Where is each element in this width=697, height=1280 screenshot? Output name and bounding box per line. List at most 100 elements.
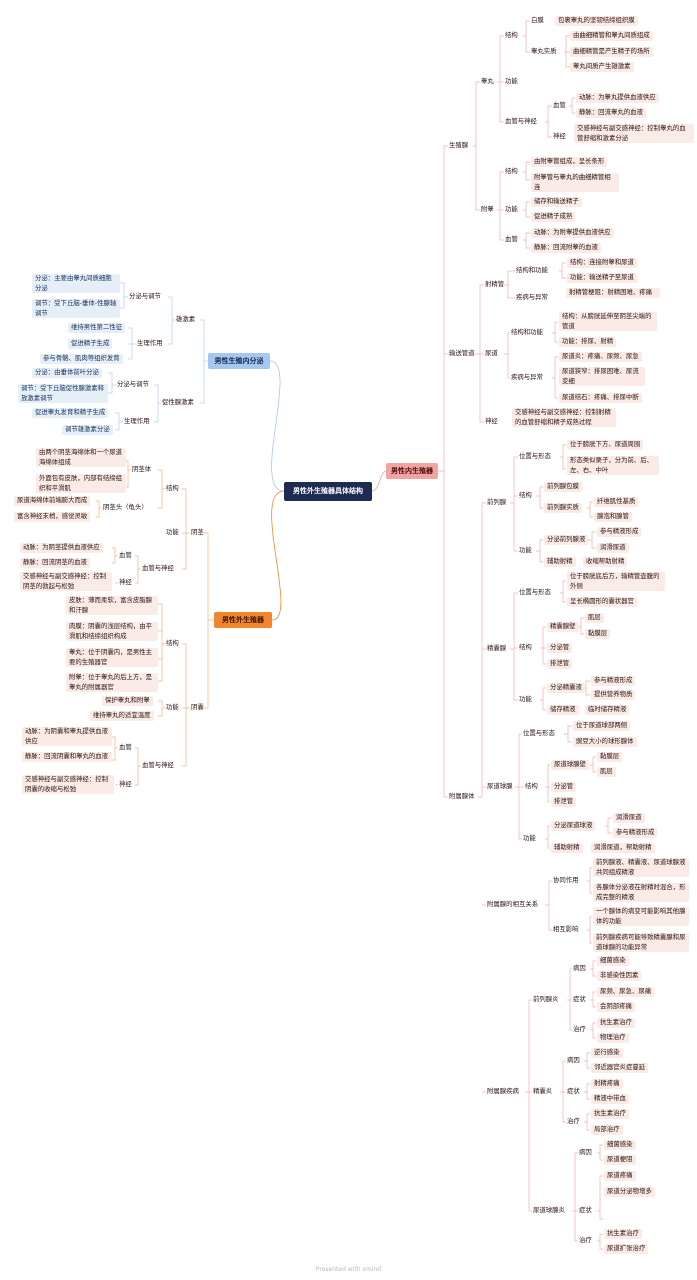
internal-genitalia-topic[interactable]: 男性内生殖器 [386, 463, 438, 479]
node-prostate-stroma[interactable]: 纤维肌性基质 [594, 497, 639, 507]
node-androgen-secretion[interactable]: 分泌：主要由睾丸间质细胞分泌 [32, 274, 120, 294]
node-bu-position[interactable]: 位置与形态 [523, 729, 555, 737]
node-prostatitis-cause[interactable]: 病因 [573, 964, 586, 972]
node-epi-artery[interactable]: 动脉：为附睾提供血液供应 [531, 228, 614, 238]
node-penis-nerve[interactable]: 神经 [119, 578, 132, 586]
node-parenchyma-1[interactable]: 由曲细精管和睾丸间质组成 [570, 31, 653, 41]
node-sv-p2[interactable]: 呈长椭圆形的囊状器官 [567, 597, 637, 607]
node-androgen-a1[interactable]: 维持男性第二性征 [68, 323, 126, 333]
node-bu-excretory[interactable]: 排泄管 [551, 797, 577, 807]
node-penis-vessel[interactable]: 血管 [119, 551, 132, 559]
node-coop-1[interactable]: 前列腺液、精囊液、尿道球腺液共同组成精液 [593, 858, 689, 878]
node-sv-muscle[interactable]: 肌层 [585, 613, 604, 623]
node-sv-store1[interactable]: 临时储存精液 [585, 705, 630, 715]
node-gonad[interactable]: 生殖腺 [449, 141, 469, 149]
node-ducts[interactable]: 输送管道 [449, 349, 475, 357]
node-s-cause-1[interactable]: 逆行感染 [591, 1048, 623, 1058]
node-scrotum-function[interactable]: 功能 [166, 703, 179, 711]
node-scrotum-f1[interactable]: 保护睾丸和附睾 [102, 696, 153, 706]
node-sv-sec1[interactable]: 参与精液形成 [591, 676, 636, 686]
node-penis-nerve-desc[interactable]: 交感神经与副交感神经：控制阴茎的勃起与松弛 [20, 572, 112, 592]
node-coop-2[interactable]: 各腺体分泌液在射精时混合，形成完整的精液 [593, 883, 689, 903]
node-bu-secretion[interactable]: 分泌尿道球液 [551, 821, 596, 831]
node-androgen[interactable]: 雄激素 [176, 315, 196, 323]
node-b-treat-1[interactable]: 抗生素治疗 [604, 1229, 642, 1239]
node-penis-function[interactable]: 功能 [166, 528, 179, 536]
node-tunica-desc[interactable]: 包裹睾丸的坚韧结缔组织膜 [555, 16, 638, 26]
node-gonadotropin-regulation[interactable]: 调节：受下丘脑促性腺激素释放激素调节 [18, 384, 108, 404]
node-scrotum-epididymis[interactable]: 附睾：位于睾丸的后上方，是睾丸的附属器官 [66, 673, 158, 693]
node-shaft-1[interactable]: 由两个阴茎海绵体和一个尿道海绵体组成 [36, 448, 126, 468]
node-bu-wall[interactable]: 尿道球腺壁 [551, 760, 589, 770]
node-penis-shaft[interactable]: 阴茎体 [132, 465, 152, 473]
node-shaft-2[interactable]: 外面包有皮肤，内部有结缔组织和平滑肌 [36, 474, 126, 494]
node-scrotum-structure[interactable]: 结构 [166, 639, 179, 647]
node-b-symptom-1[interactable]: 尿道疼痛 [604, 1171, 636, 1181]
node-epi-f1[interactable]: 储存和输送精子 [531, 197, 582, 207]
endocrine-topic[interactable]: 男性生殖内分泌 [208, 353, 270, 369]
node-prostate-p2[interactable]: 形态类似栗子，分为前、后、左、右、中叶 [567, 456, 659, 476]
node-prostate-position[interactable]: 位置与形态 [519, 452, 551, 460]
node-gonadotropin-a1[interactable]: 促进睾丸发育和精子生成 [32, 408, 109, 418]
node-testis-vein[interactable]: 静脉：回流睾丸的血液 [576, 108, 646, 118]
node-bu-duct[interactable]: 分泌管 [551, 782, 577, 792]
node-prostate-sec1[interactable]: 参与精液形成 [597, 527, 642, 537]
node-ejac-sf[interactable]: 结构和功能 [516, 266, 548, 274]
node-gland-relations[interactable]: 附属腺的相互关系 [487, 900, 539, 908]
node-penis-vein[interactable]: 静脉：回流阴茎的血液 [20, 558, 90, 568]
node-bulbourethral[interactable]: 尿道球腺 [487, 782, 513, 790]
node-epi-s1[interactable]: 由附睾管组成，呈长条形 [531, 157, 608, 167]
node-scrotum-f2[interactable]: 维持睾丸的适宜温度 [90, 711, 154, 721]
node-testis-function[interactable]: 功能 [505, 77, 518, 85]
node-p-symptom-1[interactable]: 尿频、尿急、尿痛 [597, 987, 655, 997]
node-p-treat-2[interactable]: 物理治疗 [597, 1033, 629, 1043]
node-vesiculitis-symptom[interactable]: 症状 [567, 1087, 580, 1095]
node-testis-nerve[interactable]: 神经 [553, 132, 566, 140]
node-sv-mucosa[interactable]: 黏膜层 [585, 629, 611, 639]
node-ejac-function[interactable]: 功能：输送精子至尿道 [567, 273, 637, 283]
node-gonadotropin[interactable]: 促性腺激素 [162, 398, 194, 406]
node-bu-itis-symptom[interactable]: 症状 [579, 1206, 592, 1214]
node-ejac-disease[interactable]: 疾病与异常 [516, 293, 548, 301]
node-epi-s2[interactable]: 附睾管与睾丸的曲细精管相连 [531, 173, 619, 193]
node-b-cause-1[interactable]: 细菌感染 [604, 1140, 636, 1150]
node-sv-sec2[interactable]: 提供营养物质 [591, 690, 636, 700]
node-parenchyma-3[interactable]: 睾丸间质产生雄激素 [570, 62, 634, 72]
node-prostate-function[interactable]: 功能 [519, 546, 532, 554]
node-testis-bvn[interactable]: 血管与神经 [505, 117, 537, 125]
node-inter-2[interactable]: 前列腺疾病可能导致精囊腺和尿道球腺的功能异常 [593, 933, 689, 953]
node-p-symptom-2[interactable]: 会阴部疼痛 [597, 1002, 635, 1012]
node-prostatitis-treat[interactable]: 治疗 [573, 1025, 586, 1033]
node-parenchyma[interactable]: 睾丸实质 [531, 47, 557, 55]
node-prostate-parenchyma[interactable]: 前列腺实质 [544, 503, 582, 513]
node-bu-itis-treat[interactable]: 治疗 [579, 1236, 592, 1244]
node-urethra-sf[interactable]: 结构和功能 [511, 328, 543, 336]
node-androgen-a2[interactable]: 促进精子生成 [68, 339, 113, 349]
node-vesiculitis-treat[interactable]: 治疗 [567, 1117, 580, 1125]
node-bu-function[interactable]: 功能 [523, 834, 536, 842]
node-bu-assist1[interactable]: 润滑尿道，帮助射精 [591, 843, 655, 853]
node-urethra-structure[interactable]: 结构：从膀胱延伸至阴茎尖端的管道 [559, 312, 657, 332]
node-inter-1[interactable]: 一个腺体的病变可能影响其他腺体的功能 [593, 907, 689, 927]
node-epi-structure[interactable]: 结构 [505, 167, 518, 175]
node-sv-position[interactable]: 位置与形态 [519, 588, 551, 596]
node-ejac-obstruction[interactable]: 射精管梗阻：射精困难、疼痛 [566, 288, 660, 298]
node-epi-vein[interactable]: 静脉：回流附睾的血液 [531, 243, 601, 253]
node-testis-vessel[interactable]: 血管 [553, 101, 566, 109]
node-sv-store[interactable]: 储存精液 [547, 705, 579, 715]
node-gonadotropin-secretion[interactable]: 分泌：由垂体前叶分泌 [32, 368, 102, 378]
node-scrotum-artery[interactable]: 动脉：为阴囊和睾丸提供血液供应 [22, 727, 112, 747]
node-epi-f2[interactable]: 促进精子成熟 [531, 212, 576, 222]
node-androgen-a3[interactable]: 参与骨骼、肌肉等组织发育 [40, 354, 123, 364]
node-seminal-vesicle[interactable]: 精囊腺 [487, 644, 507, 652]
node-epi-vessel[interactable]: 血管 [505, 235, 518, 243]
node-sv-secretion[interactable]: 分泌精囊液 [547, 683, 585, 693]
node-scrotum-nerve-desc[interactable]: 交感神经与副交感神经：控制阴囊的收缩与松弛 [22, 775, 114, 795]
node-gonadotropin-secreg[interactable]: 分泌与调节 [117, 380, 149, 388]
node-b-cause-2[interactable]: 尿道梗阻 [604, 1155, 636, 1165]
node-urethra[interactable]: 尿道 [485, 349, 498, 357]
node-bu-mucosa[interactable]: 黏膜层 [597, 752, 623, 762]
node-accessory-glands[interactable]: 附属腺体 [449, 792, 475, 800]
node-sv-function[interactable]: 功能 [519, 695, 532, 703]
node-scrotum-vein[interactable]: 静脉：回流阴囊和睾丸的血液 [22, 752, 112, 762]
